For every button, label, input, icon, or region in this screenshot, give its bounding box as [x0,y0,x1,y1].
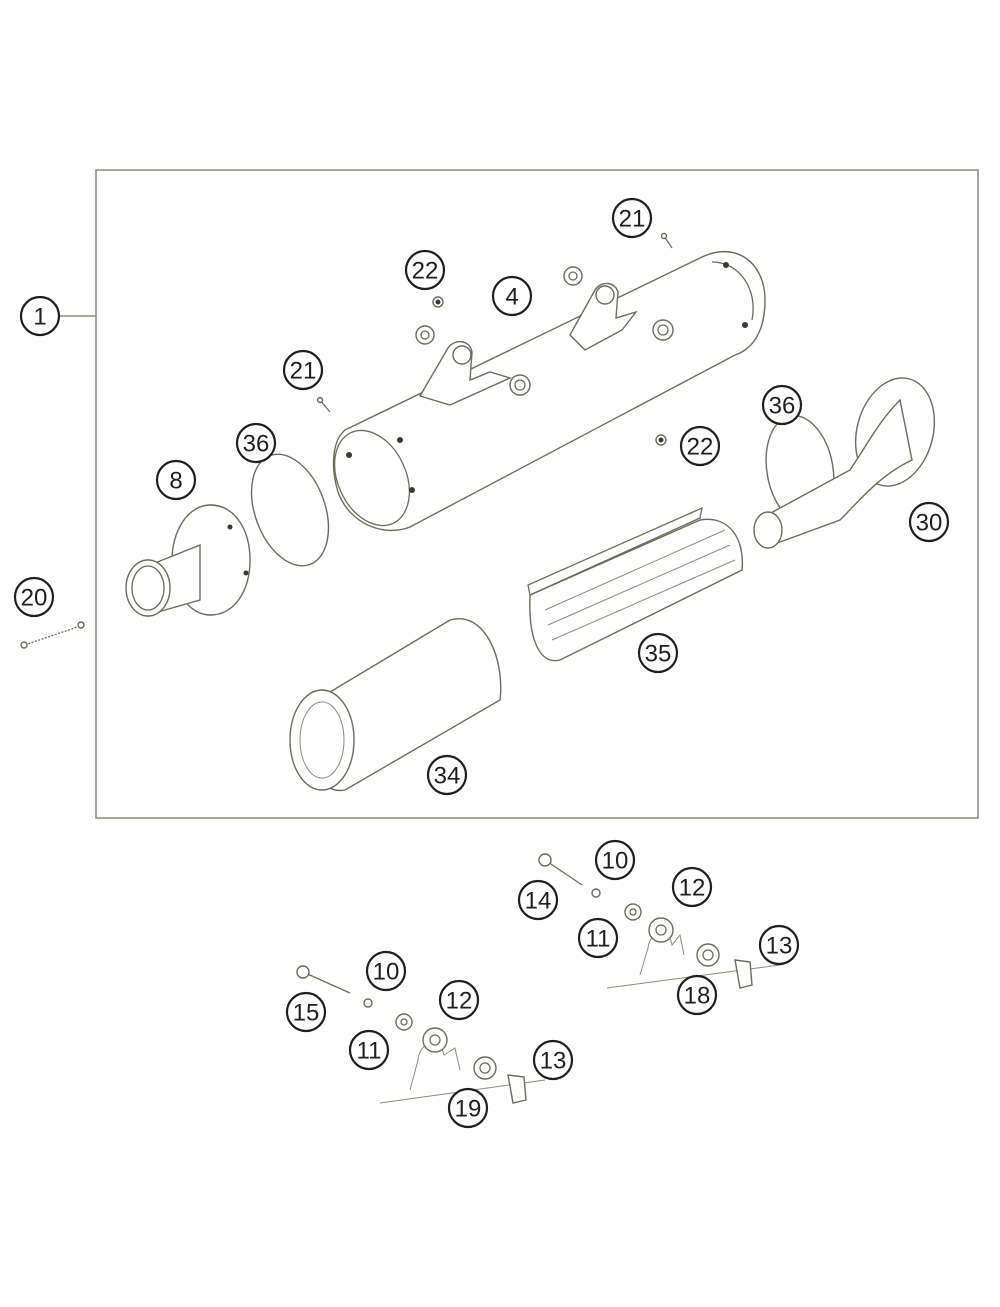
screw-22-right [655,434,667,446]
svg-text:10: 10 [373,959,400,986]
svg-text:36: 36 [769,393,796,420]
callout-11-lower: 11 [348,1029,390,1071]
callout-30: 30 [908,501,950,543]
gasket-ring-left [250,453,330,567]
callout-12-upper: 12 [671,866,713,908]
callout-22-upper: 22 [404,249,446,291]
svg-text:19: 19 [455,1096,482,1123]
svg-text:21: 21 [619,206,646,233]
callout-8: 8 [155,459,197,501]
screw-22-upper [432,296,444,308]
callout-21-left: 21 [282,349,324,391]
inlet-end-cap [125,504,251,617]
callout-14: 14 [517,879,559,921]
svg-text:36: 36 [243,431,270,458]
svg-text:34: 34 [434,763,461,790]
svg-text:22: 22 [412,258,439,285]
callout-35: 35 [637,632,679,674]
callout-10-lower: 10 [365,950,407,992]
svg-text:14: 14 [525,888,552,915]
callout-36-right: 36 [761,384,803,426]
mount-kit-upper [538,853,781,989]
callout-13-lower: 13 [532,1039,574,1081]
callout-18: 18 [676,974,718,1016]
rivet-21-upper [660,232,673,249]
callout-15: 15 [285,991,327,1033]
callout-20: 20 [13,576,55,618]
callout-12-lower: 12 [438,979,480,1021]
svg-text:21: 21 [290,358,317,385]
packing-mat [527,506,744,662]
svg-text:15: 15 [293,1000,320,1027]
callout-13-upper: 13 [758,924,800,966]
svg-text:18: 18 [684,983,711,1010]
callout-36-left: 36 [235,422,277,464]
mount-kit-lower [296,965,546,1104]
spring [20,621,85,649]
svg-text:35: 35 [645,641,672,668]
callout-11-upper: 11 [577,917,619,959]
callout-4: 4 [491,275,533,317]
rivet-21-left [316,396,331,413]
callout-34: 34 [426,754,468,796]
svg-text:10: 10 [602,848,629,875]
svg-text:4: 4 [505,284,518,311]
svg-text:13: 13 [540,1048,567,1075]
svg-text:1: 1 [33,304,46,331]
svg-text:11: 11 [586,926,611,953]
svg-text:12: 12 [679,875,706,902]
svg-text:8: 8 [169,468,182,495]
outlet-end-cap [753,377,936,549]
callout-1: 1 [19,295,61,337]
svg-text:13: 13 [766,933,793,960]
svg-text:12: 12 [446,988,473,1015]
silencer-body [332,251,766,532]
svg-text:11: 11 [357,1038,382,1065]
svg-text:22: 22 [687,434,714,461]
svg-text:20: 20 [21,585,48,612]
callout-10-upper: 10 [594,839,636,881]
callout-22-right: 22 [679,425,721,467]
callout-21-upper: 21 [611,197,653,239]
assembly-frame [60,169,979,819]
insulation-tube [289,618,502,792]
svg-text:30: 30 [916,510,943,537]
callout-19: 19 [447,1087,489,1129]
